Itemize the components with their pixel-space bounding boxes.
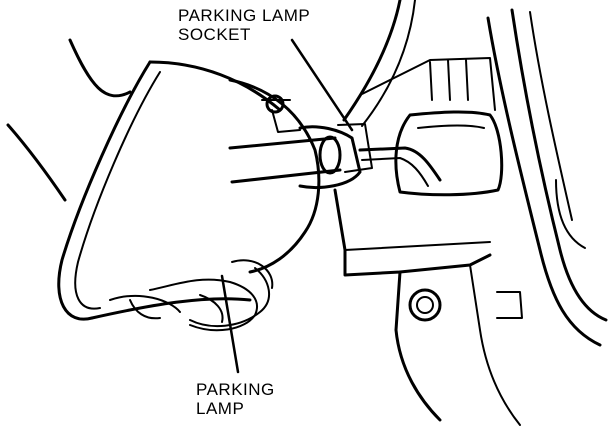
lamp-label-line1: PARKING: [196, 380, 275, 399]
hand-outline: [6, 38, 274, 332]
parking-lamp-body: [109, 78, 321, 328]
leader-lines: [220, 38, 354, 374]
lamp-leader-line: [220, 274, 240, 374]
parking-lamp-socket: [228, 94, 373, 189]
socket-label-line1: PARKING LAMP: [178, 6, 311, 25]
parking-lamp-label: PARKING LAMP: [196, 380, 275, 418]
socket-label-line2: SOCKET: [178, 25, 251, 44]
vehicle-body: [342, 0, 608, 347]
socket-leader-line: [290, 38, 354, 132]
mounting-bracket: [333, 188, 523, 426]
parking-lamp-lens: [57, 60, 282, 321]
parking-lamp-socket-label: PARKING LAMP SOCKET: [178, 6, 310, 44]
socket-wire: [358, 146, 442, 187]
lamp-housing-opening: [359, 57, 504, 197]
lamp-label-line2: LAMP: [196, 399, 245, 418]
